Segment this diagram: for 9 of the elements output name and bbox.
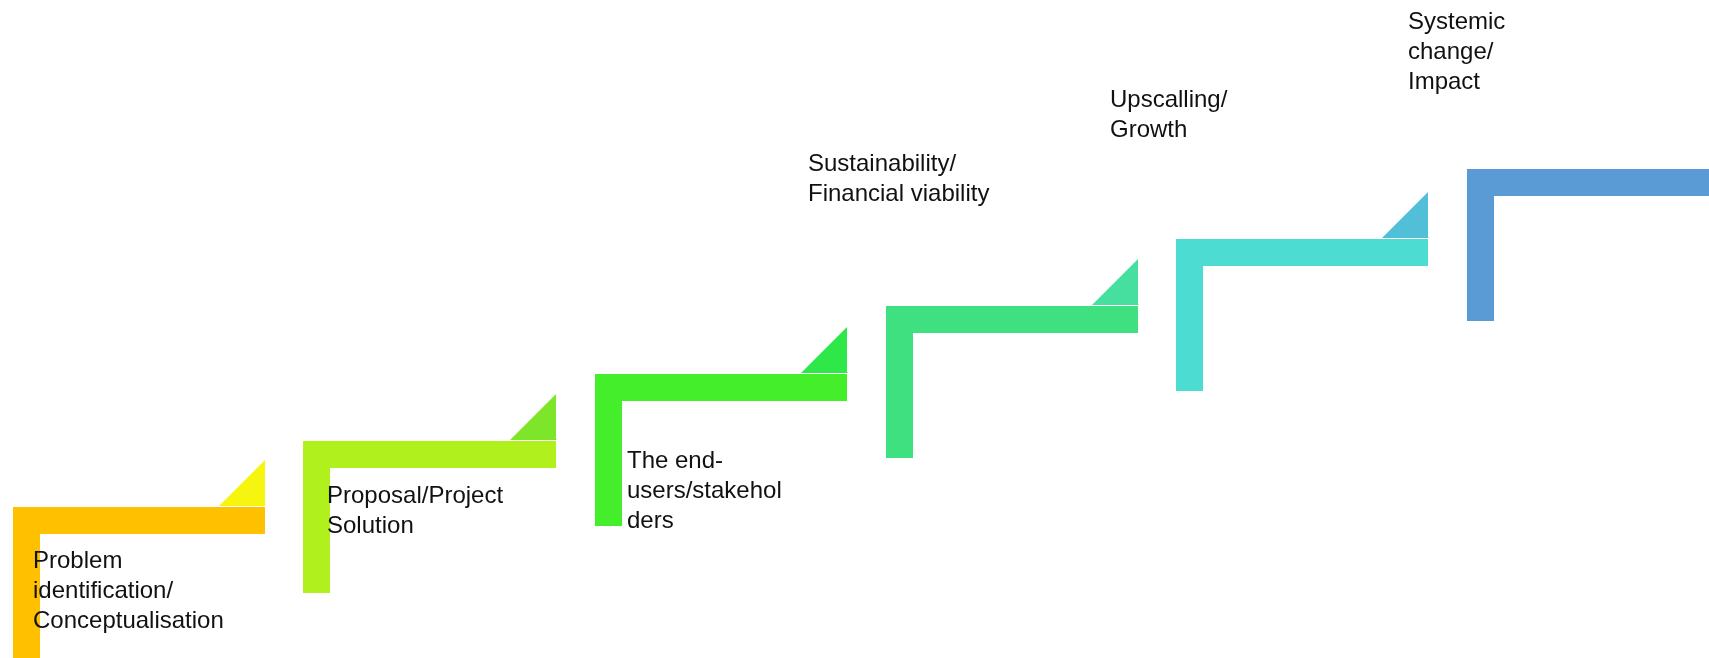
step-label: Sustainability/ Financial viability	[808, 148, 991, 208]
arrow	[1382, 192, 1429, 239]
arrow	[219, 460, 266, 507]
step-label: Systemic change/ Impact	[1408, 6, 1507, 96]
arrow	[510, 394, 557, 441]
arrow	[801, 327, 848, 374]
arrow	[1092, 259, 1139, 306]
step-label: Upscalling/ Growth	[1110, 84, 1229, 144]
step-label: The end-users/stakeholders	[627, 445, 783, 535]
